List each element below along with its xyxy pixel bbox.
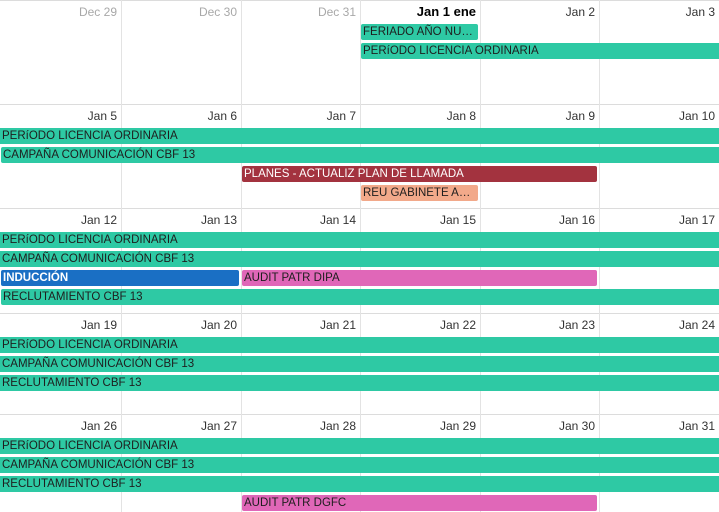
- day-date-label[interactable]: Jan 13: [200, 213, 237, 227]
- event-feriado-ano-nue[interactable]: FERIADO AÑO NUE...: [361, 24, 478, 40]
- week-divider: [0, 104, 719, 105]
- event-campana-comunicacion-cbf-13[interactable]: CAMPAÑA COMUNICACIÓN CBF 13: [1, 147, 719, 163]
- week-divider: [0, 208, 719, 209]
- event-reclutamiento-cbf-13[interactable]: RECLUTAMIENTO CBF 13: [0, 375, 719, 391]
- day-date-label[interactable]: Dec 29: [78, 5, 117, 19]
- event-audit-patr-dipa[interactable]: AUDIT PATR DIPA: [242, 270, 597, 286]
- week-row: Jan 5 Jan 6 Jan 7 Jan 8 Jan 9 Jan 10 PERíODO L…: [0, 104, 719, 208]
- event-periodo-licencia-ordinaria[interactable]: PERíODO LICENCIA ORDINARIA: [0, 128, 719, 144]
- event-induccion[interactable]: INDUCCIÓN: [1, 270, 239, 286]
- day-date-label[interactable]: Jan 26: [80, 419, 117, 433]
- today-date-label[interactable]: Jan 1 ene: [416, 4, 476, 19]
- day-date-label[interactable]: Jan 22: [439, 318, 476, 332]
- day-date-label[interactable]: Jan 12: [80, 213, 117, 227]
- day-date-label[interactable]: Jan 27: [200, 419, 237, 433]
- week-row: Jan 12 Jan 13 Jan 14 Jan 15 Jan 16 Jan 17 PERí…: [0, 208, 719, 313]
- day-divider: [121, 0, 122, 104]
- day-date-label[interactable]: Jan 16: [558, 213, 595, 227]
- event-audit-patr-dgfc[interactable]: AUDIT PATR DGFC: [242, 495, 597, 511]
- event-planes-actualiz-plan-de-llamada[interactable]: PLANES - ACTUALIZ PLAN DE LLAMADA: [242, 166, 597, 182]
- week-divider: [0, 0, 719, 1]
- event-campana-comunicacion-cbf-13[interactable]: CAMPAÑA COMUNICACIÓN CBF 13: [0, 251, 719, 267]
- day-date-label[interactable]: Jan 3: [685, 5, 715, 19]
- event-periodo-licencia-ordinaria[interactable]: PERíODO LICENCIA ORDINARIA: [0, 438, 719, 454]
- day-date-label[interactable]: Jan 21: [319, 318, 356, 332]
- day-date-label[interactable]: Jan 23: [558, 318, 595, 332]
- week-divider: [0, 313, 719, 314]
- day-date-label[interactable]: Dec 30: [198, 5, 237, 19]
- day-date-label[interactable]: Jan 24: [678, 318, 715, 332]
- day-divider: [360, 0, 361, 104]
- day-date-label[interactable]: Jan 8: [446, 109, 476, 123]
- day-date-label[interactable]: Jan 31: [678, 419, 715, 433]
- week-row: Jan 19 Jan 20 Jan 21 Jan 22 Jan 23 Jan 24 PERí…: [0, 313, 719, 414]
- day-date-label[interactable]: Jan 28: [319, 419, 356, 433]
- day-date-label[interactable]: Jan 20: [200, 318, 237, 332]
- week-row: Dec 29 Dec 30 Dec 31 Jan 1 ene Jan 2 Jan 3 FER…: [0, 0, 719, 104]
- event-campana-comunicacion-cbf-13[interactable]: CAMPAÑA COMUNICACIÓN CBF 13: [0, 457, 719, 473]
- event-campana-comunicacion-cbf-13[interactable]: CAMPAÑA COMUNICACIÓN CBF 13: [0, 356, 719, 372]
- day-date-label[interactable]: Jan 9: [565, 109, 595, 123]
- event-periodo-licencia-ordinaria[interactable]: PERíODO LICENCIA ORDINARIA: [0, 337, 719, 353]
- event-periodo-licencia-ordinaria[interactable]: PERíODO LICENCIA ORDINARIA: [361, 43, 719, 59]
- week-row: Jan 26 Jan 27 Jan 28 Jan 29 Jan 30 Jan 31 PERí…: [0, 414, 719, 512]
- event-periodo-licencia-ordinaria[interactable]: PERíODO LICENCIA ORDINARIA: [0, 232, 719, 248]
- day-date-label[interactable]: Jan 19: [80, 318, 117, 332]
- day-date-label[interactable]: Jan 29: [439, 419, 476, 433]
- day-divider: [241, 0, 242, 104]
- day-date-label[interactable]: Jan 7: [326, 109, 356, 123]
- event-reu-gabinete-amp[interactable]: REU GABINETE AMP...: [361, 185, 478, 201]
- day-date-label[interactable]: Jan 17: [678, 213, 715, 227]
- event-reclutamiento-cbf-13[interactable]: RECLUTAMIENTO CBF 13: [0, 476, 719, 492]
- day-date-label[interactable]: Jan 5: [87, 109, 117, 123]
- event-reclutamiento-cbf-13[interactable]: RECLUTAMIENTO CBF 13: [1, 289, 719, 305]
- day-date-label[interactable]: Jan 15: [439, 213, 476, 227]
- day-date-label[interactable]: Jan 10: [678, 109, 715, 123]
- day-date-label[interactable]: Jan 30: [558, 419, 595, 433]
- day-date-label[interactable]: Jan 2: [565, 5, 595, 19]
- week-divider: [0, 414, 719, 415]
- day-date-label[interactable]: Jan 6: [207, 109, 237, 123]
- day-date-label[interactable]: Dec 31: [317, 5, 356, 19]
- day-date-label[interactable]: Jan 14: [319, 213, 356, 227]
